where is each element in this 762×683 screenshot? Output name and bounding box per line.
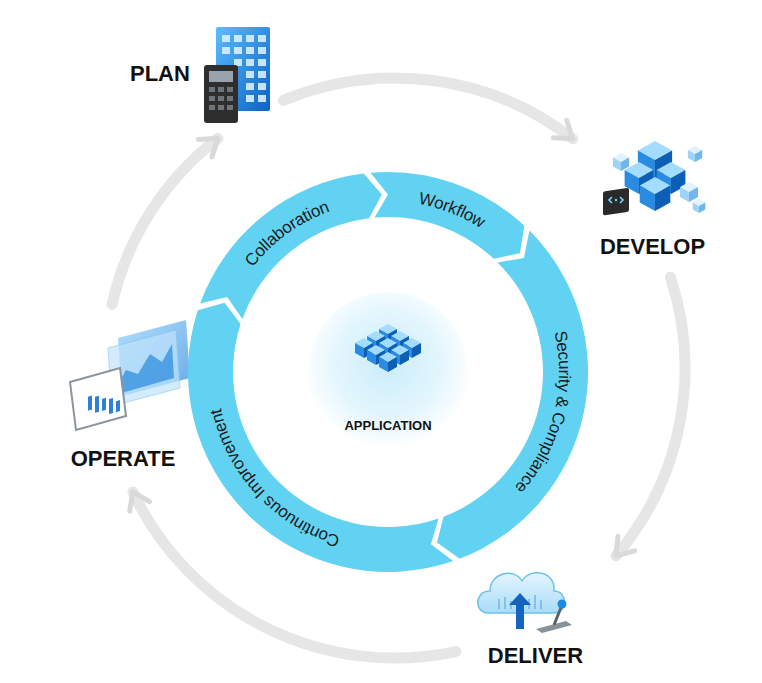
monitoring-dashboard-icon (68, 318, 193, 433)
arrow-head (616, 537, 635, 556)
arrow-arc (133, 492, 456, 658)
application-cubes-icon (348, 320, 428, 380)
cycle-arrow (130, 492, 456, 658)
arrow-arc (283, 78, 572, 139)
ring-text-group: Security & Compliance (512, 329, 575, 498)
stage-label: DELIVER (488, 643, 583, 669)
calendar-icon (202, 25, 272, 125)
arrow-head (130, 492, 150, 511)
ring-label: Continuous Improvement (206, 407, 342, 551)
stage-label: DEVELOP (600, 234, 705, 260)
ring-text-group: Workflow (417, 188, 489, 231)
ring-label: Security & Compliance (512, 329, 575, 498)
chevron-band (371, 172, 525, 259)
application-hub: APPLICATION (308, 292, 468, 452)
code-cubes-icon (599, 142, 709, 227)
arrow-head (198, 138, 217, 156)
ring-label: Workflow (417, 188, 489, 231)
arrow-head (553, 120, 572, 138)
stage-node: OPERATE (52, 318, 194, 478)
stage-node: DELIVER (468, 555, 603, 675)
cycle-arrow (616, 277, 685, 556)
ring-text-group: Continuous Improvement (206, 407, 342, 551)
arrow-arc (112, 138, 218, 304)
ring-label: Collaboration (241, 197, 332, 270)
arrow-arc (616, 277, 685, 556)
stage-node: PLAN (130, 25, 270, 125)
hub-label: APPLICATION (344, 418, 431, 434)
chevron-band (200, 173, 382, 318)
ring-text-group: Collaboration (241, 197, 332, 270)
stage-node: DEVELOP (585, 140, 720, 265)
stage-label: PLAN (130, 61, 190, 87)
cycle-arrow (112, 138, 218, 304)
cloud-deploy-icon (476, 555, 576, 635)
stage-label: OPERATE (71, 446, 176, 472)
cycle-arrow (283, 78, 572, 139)
